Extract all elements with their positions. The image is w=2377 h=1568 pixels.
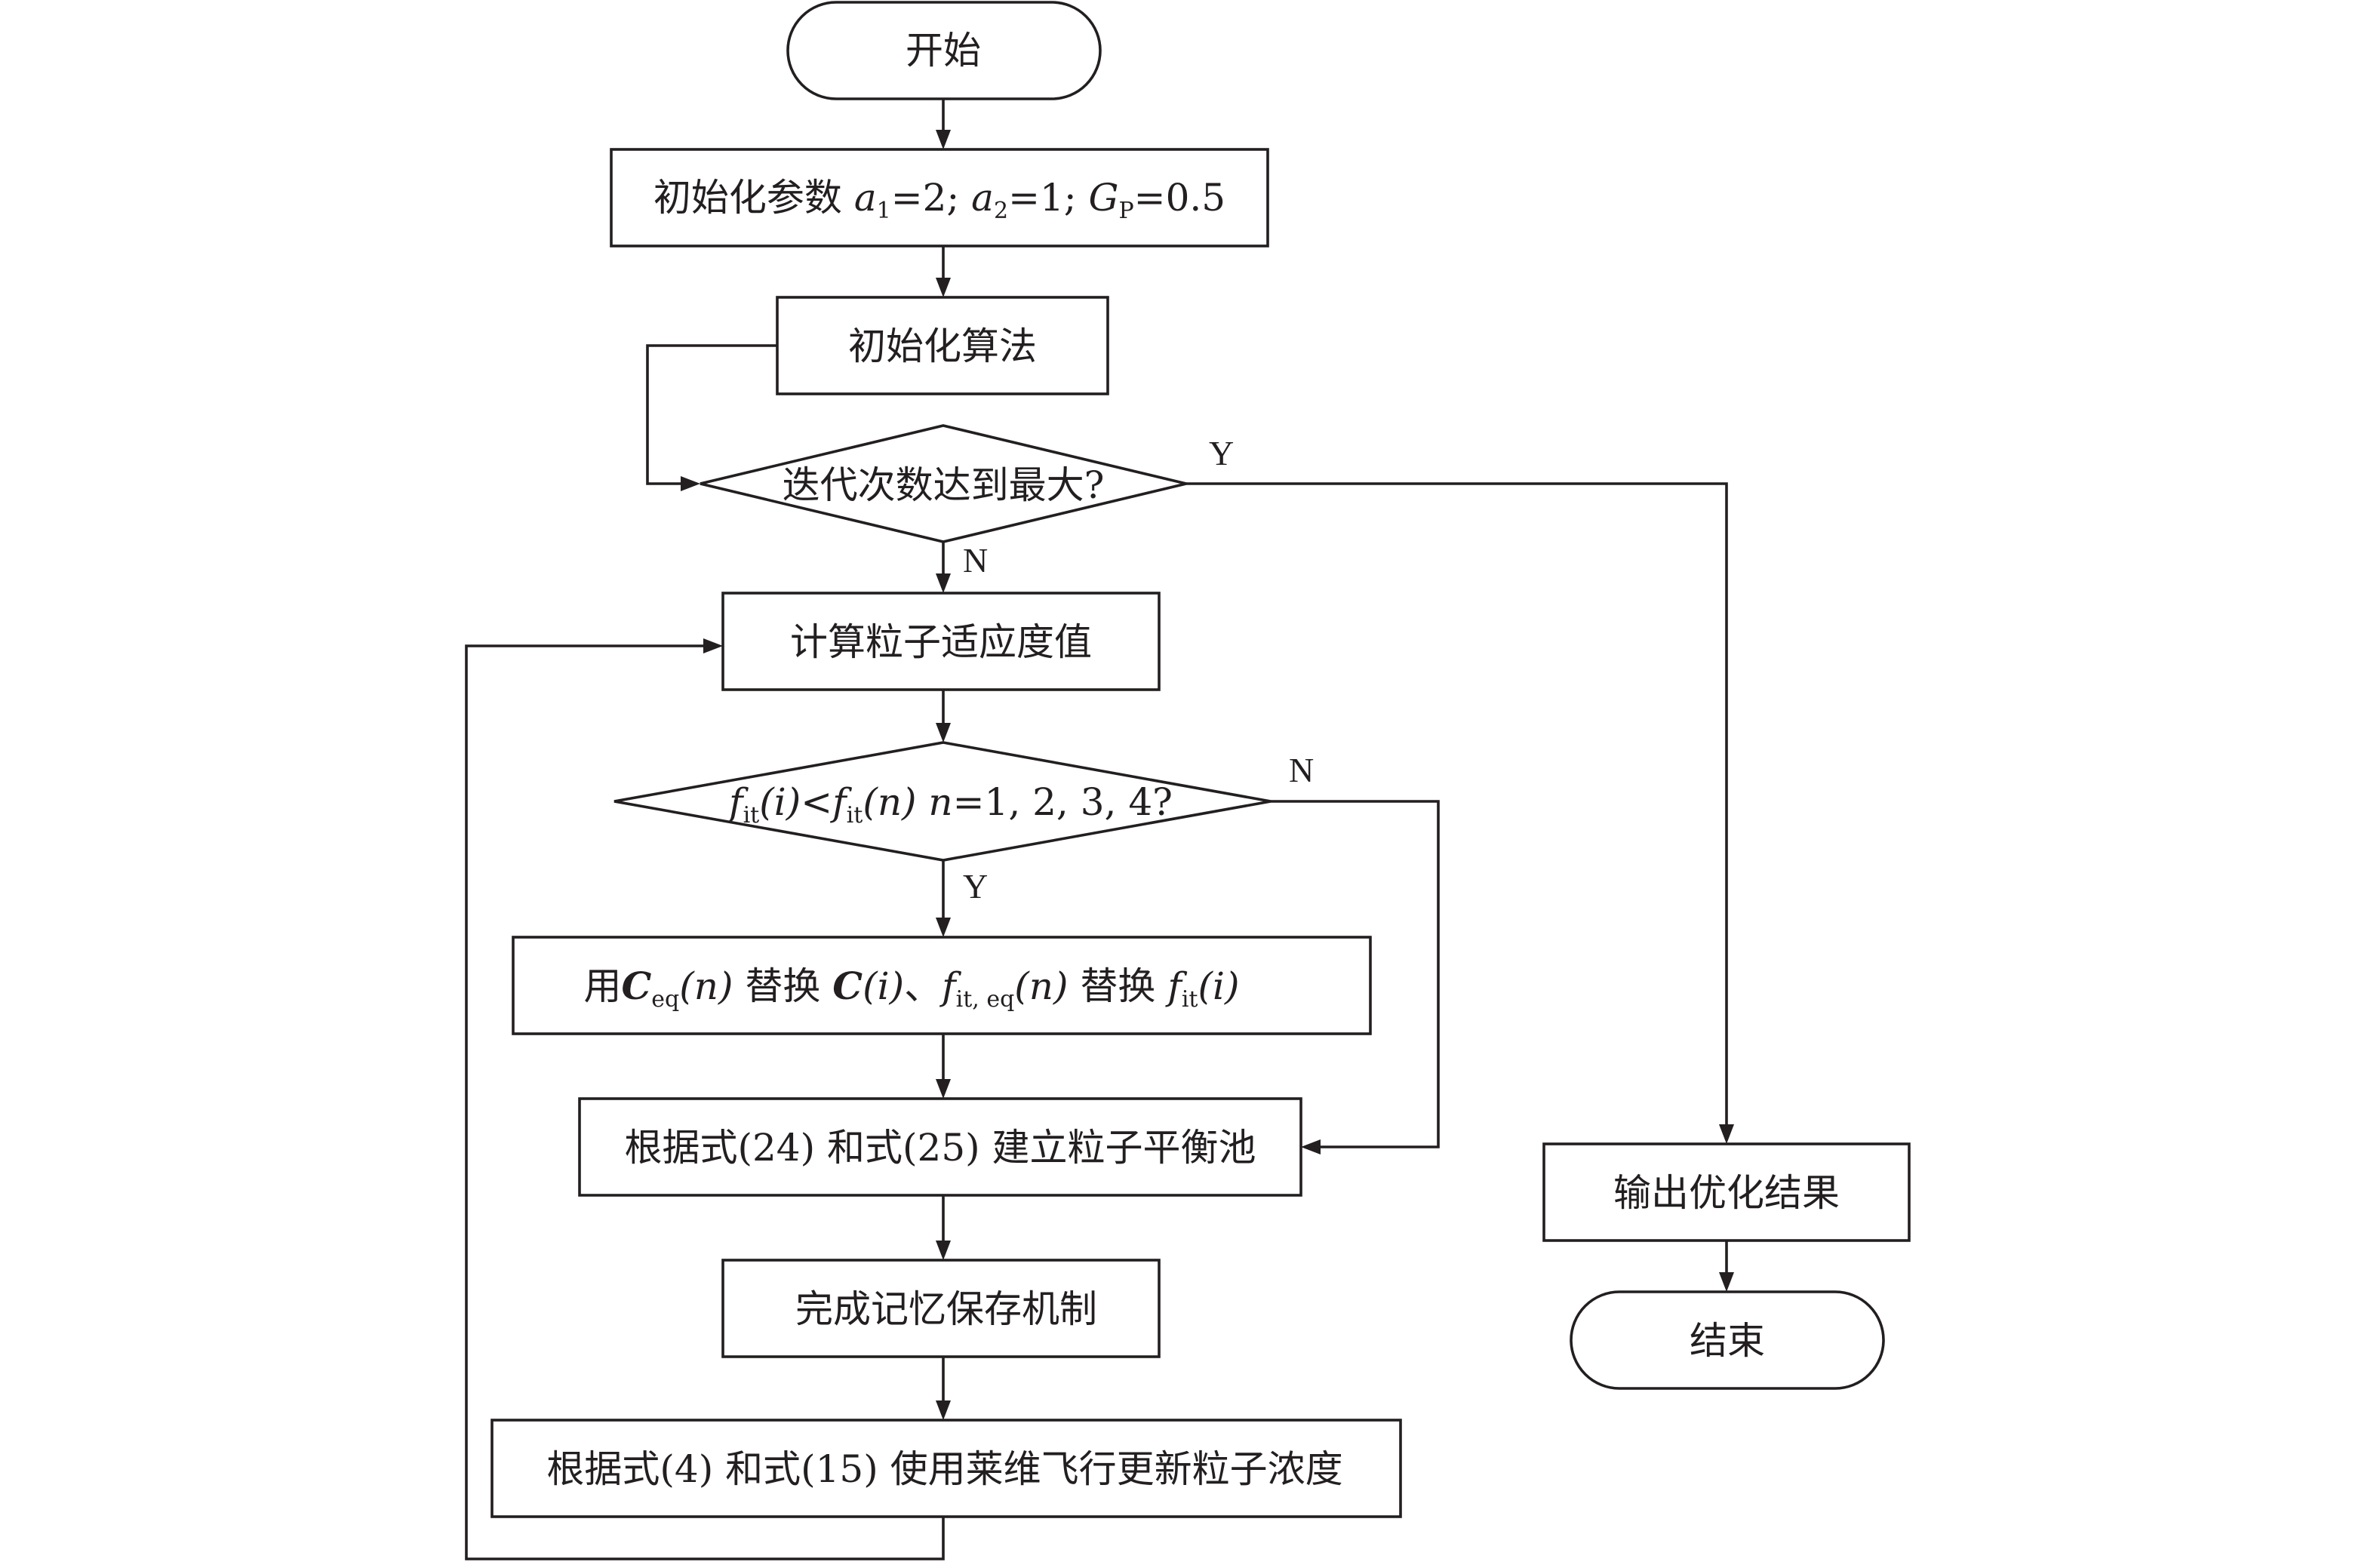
start-label: 开始	[906, 29, 981, 72]
max-iter-yes-label: Y	[1209, 434, 1234, 472]
levy-box	[490, 1419, 1402, 1518]
memory-box	[721, 1259, 1161, 1358]
memory-label: 完成记忆保存机制	[795, 1287, 1097, 1331]
build-pool-label: 根据式(24) 和式(25) 建立粒子平衡池	[624, 1126, 1256, 1170]
replace-label: 用Ceq(n) 替换 C(i)、fit, eq(n) 替换 fit(i)	[584, 964, 1240, 1013]
max-iter-no-label: N	[963, 541, 988, 580]
output-label: 输出优化结果	[1613, 1171, 1840, 1215]
build-pool-box	[578, 1097, 1302, 1197]
max-iter-label: 迭代次数达到最大?	[783, 463, 1105, 507]
connectors	[465, 99, 1734, 1560]
calc-fitness-label: 计算粒子适应度值	[790, 620, 1092, 664]
replace-box	[512, 936, 1372, 1035]
compare-no-label: N	[1289, 751, 1314, 789]
levy-label: 根据式(4) 和式(15) 使用莱维飞行更新粒子浓度	[546, 1447, 1342, 1491]
calc-fitness-box	[721, 592, 1161, 691]
end-label: 结束	[1690, 1319, 1765, 1363]
compare-yes-label: Y	[963, 867, 988, 905]
init-params-label: 初始化参数 a1=2; a2=1; GP=0.5	[653, 176, 1225, 224]
compare-label: fit(i)<fit(n) n=1, 2, 3, 4?	[726, 780, 1173, 829]
end-terminal	[1570, 1290, 1885, 1390]
init-params-box	[610, 148, 1269, 247]
output-box	[1542, 1142, 1911, 1242]
init-algo-label: 初始化算法	[848, 324, 1037, 368]
init-algo-box	[776, 296, 1109, 395]
